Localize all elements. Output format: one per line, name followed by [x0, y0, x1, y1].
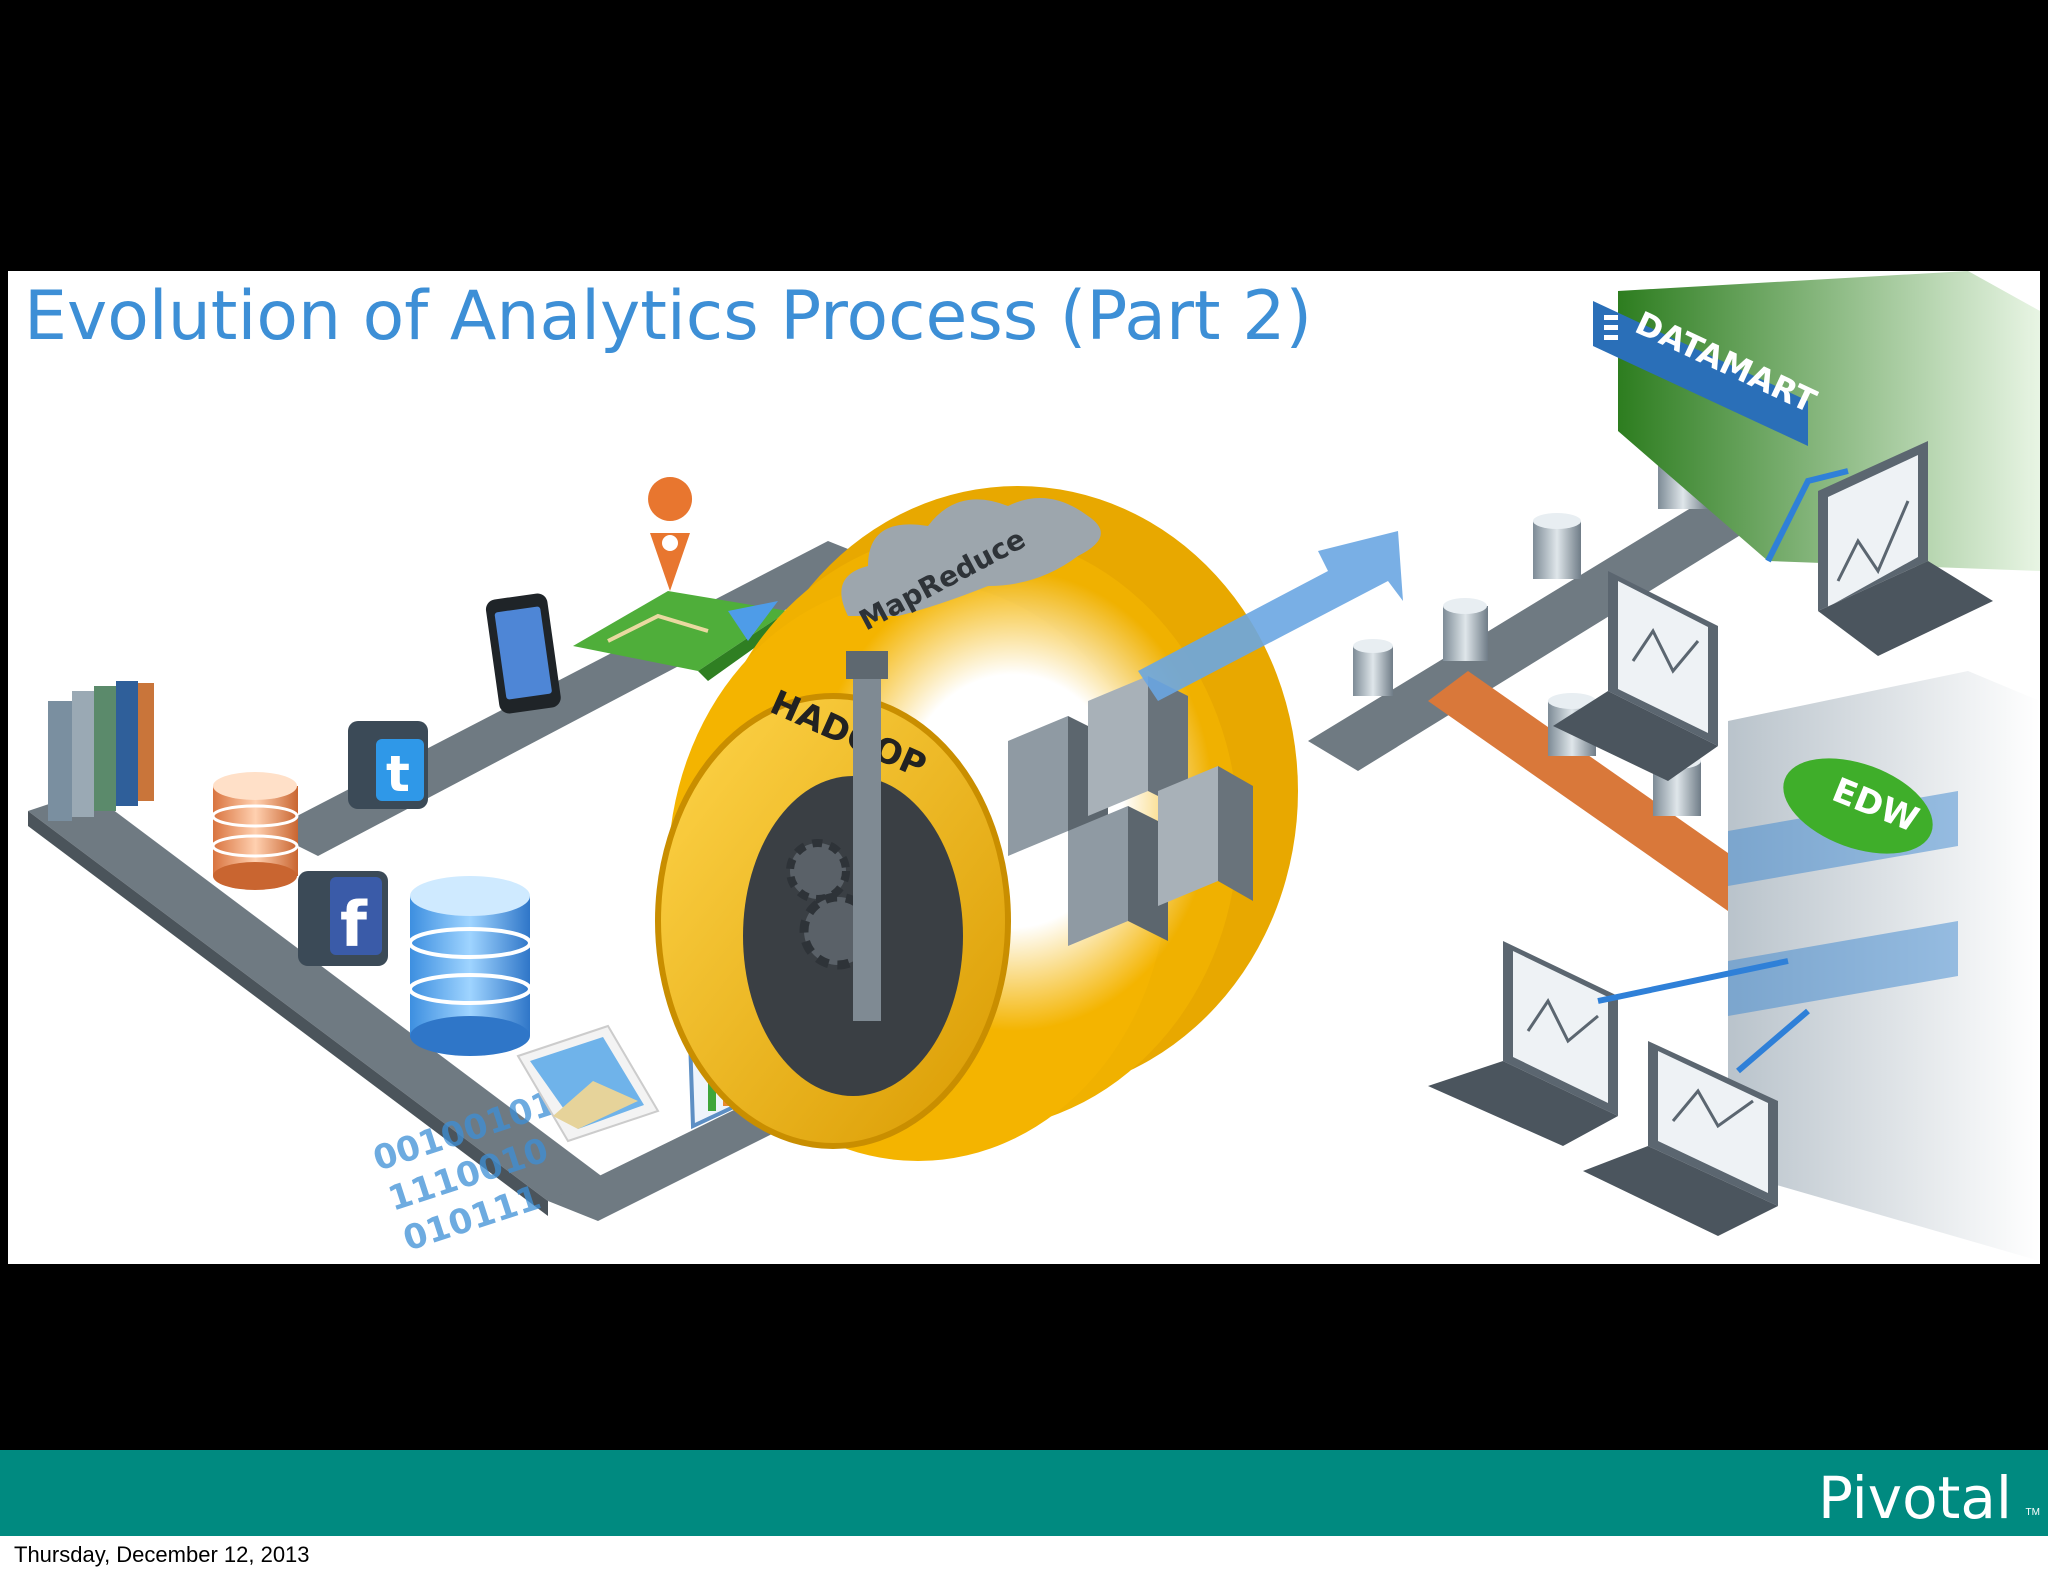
binary-stream: 00100101 1110010 010111	[368, 1083, 560, 1260]
server-rack-icon	[1008, 676, 1253, 946]
edw-building: EDW	[1728, 671, 2040, 1261]
facebook-icon: f	[298, 871, 388, 966]
conveyor-lower	[28, 791, 608, 1201]
pivotal-logo: Pivotal	[1817, 1464, 2012, 1532]
datamart-sign	[1593, 301, 1808, 446]
svg-text:t: t	[386, 745, 410, 803]
edw-badge	[1783, 758, 1933, 854]
database-icon	[211, 772, 299, 890]
laptop-icon	[1428, 941, 1618, 1146]
slide-title: Evolution of Analytics Process (Part 2)	[24, 277, 1312, 356]
connection-lines	[1597, 468, 1849, 1074]
footer-date: Thursday, December 12, 2013	[14, 1542, 310, 1567]
database-icon	[408, 876, 532, 1056]
map-icon	[573, 591, 788, 681]
phone-icon	[485, 593, 561, 714]
laptop-icon	[1583, 1041, 1778, 1236]
svg-text:f: f	[340, 888, 368, 961]
conveyor-edw	[1428, 671, 1768, 911]
twitter-icon: t	[348, 721, 428, 809]
books-icon	[48, 681, 154, 821]
photo-icon	[516, 1024, 660, 1143]
mapreduce-smoke	[841, 498, 1101, 616]
slide-panel: 00100101 1110010 010111 t	[8, 271, 2040, 1264]
analytics-diagram: 00100101 1110010 010111 t	[24, 271, 2040, 1261]
laptop-icon	[1818, 441, 1993, 656]
database-icon	[1353, 443, 1708, 816]
map-pin-icon	[648, 477, 693, 591]
arrow-icon	[1138, 531, 1403, 701]
trademark-mark: TM	[2025, 1507, 2040, 1518]
laptop-icon	[1553, 571, 1718, 781]
list-icon	[1604, 315, 1618, 340]
footer-band: Pivotal TM	[0, 1450, 2048, 1536]
datamart-building: DATAMART	[1593, 271, 2040, 571]
